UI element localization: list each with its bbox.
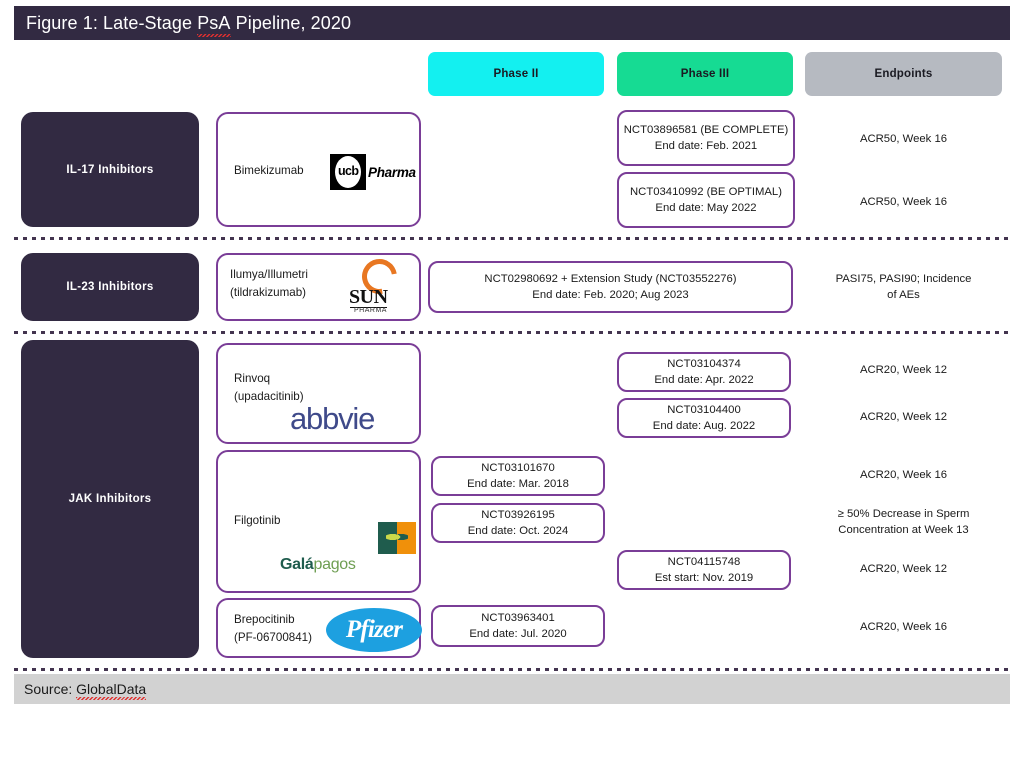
galapagos-word-part2: pagos xyxy=(313,556,356,573)
trial-card: NCT03896581 (BE COMPLETE) End date: Feb.… xyxy=(617,110,795,166)
galapagos-flag-icon xyxy=(378,522,416,554)
trial-text: NCT03104400 End date: Aug. 2022 xyxy=(652,403,756,432)
ucb-pharma-logo: ucb Pharma xyxy=(330,154,416,190)
pfizer-logo: Pfizer xyxy=(326,608,422,652)
trial-card: NCT03963401 End date: Jul. 2020 xyxy=(431,605,605,647)
column-header-phase-2: Phase II xyxy=(428,52,604,96)
section-divider xyxy=(14,668,1010,671)
galapagos-word-part1: Gal xyxy=(280,556,305,573)
sun-word: SUN xyxy=(349,286,388,308)
trial-text: NCT03926195 End date: Oct. 2024 xyxy=(467,508,569,537)
drug-name-ilumya: Ilumya/Illumetri (tildrakizumab) xyxy=(230,268,308,299)
drug-name-rinvoq: Rinvoq (upadacitinib) xyxy=(234,372,304,403)
abbvie-word: abbvie xyxy=(290,401,375,436)
source-text: Source: GlobalData xyxy=(14,681,147,700)
drug-name-bimekizumab: Bimekizumab xyxy=(234,164,304,177)
title-misspelled-word: PsA xyxy=(197,12,231,37)
ucb-letters: ucb xyxy=(338,164,359,178)
drug-card-ilumya: Ilumya/Illumetri (tildrakizumab) SUN PHA… xyxy=(216,252,421,321)
trial-text: NCT03963401 End date: Jul. 2020 xyxy=(469,611,567,640)
drug-card-brepocitinib: Brepocitinib (PF-06700841) Pfizer xyxy=(216,598,422,658)
section-divider xyxy=(14,237,1010,240)
endpoint-text: ACR20, Week 12 xyxy=(859,364,948,376)
endpoint-text: ACR20, Week 16 xyxy=(859,621,948,633)
trial-card: NCT02980692 + Extension Study (NCT035522… xyxy=(428,261,793,313)
trial-text: NCT03104374 End date: Apr. 2022 xyxy=(654,357,754,386)
drug-class-jak: JAK Inhibitors xyxy=(21,340,199,658)
drug-class-il17-label: IL-17 Inhibitors xyxy=(66,163,154,176)
endpoint-text: ACR20, Week 12 xyxy=(859,563,948,575)
trial-text: NCT04115748 Est start: Nov. 2019 xyxy=(654,555,754,584)
drug-card-filgotinib: Filgotinib Galápagos xyxy=(216,450,421,593)
figure-title-bar: Figure 1: Late-Stage PsA Pipeline, 2020 xyxy=(14,6,1010,40)
ucb-mark-icon xyxy=(330,154,366,190)
title-suffix: Pipeline, 2020 xyxy=(230,12,352,33)
drug-name-filgotinib: Filgotinib xyxy=(234,514,281,527)
page-title: Figure 1: Late-Stage PsA Pipeline, 2020 xyxy=(14,12,352,37)
endpoint-text: PASI75, PASI90; Incidence of AEs xyxy=(835,273,972,302)
galapagos-logo: Galápagos xyxy=(280,522,416,584)
trial-card: NCT04115748 Est start: Nov. 2019 xyxy=(617,550,791,590)
drug-class-il23: IL-23 Inhibitors xyxy=(21,253,199,321)
trial-card: NCT03926195 End date: Oct. 2024 xyxy=(431,503,605,543)
endpoint-text: ≥ 50% Decrease in Sperm Concentration at… xyxy=(837,508,970,537)
trial-card: NCT03104374 End date: Apr. 2022 xyxy=(617,352,791,392)
sun-pharma-logo: SUN PHARMA xyxy=(346,252,408,321)
column-header-endpoints-label: Endpoints xyxy=(874,68,933,80)
trial-text: NCT03896581 (BE COMPLETE) End date: Feb.… xyxy=(623,123,789,152)
source-label: Source: xyxy=(24,681,77,697)
pfizer-word: Pfizer xyxy=(345,616,403,643)
endpoint-text: ACR50, Week 16 xyxy=(859,133,948,145)
ucb-pharma-word: Pharma xyxy=(368,165,416,180)
pfizer-oval-icon xyxy=(326,608,422,652)
column-header-endpoints: Endpoints xyxy=(805,52,1002,96)
source-name: GlobalData xyxy=(76,681,147,700)
column-header-phase-3-label: Phase III xyxy=(680,68,730,80)
drug-card-bimekizumab: Bimekizumab ucb Pharma xyxy=(216,112,421,227)
endpoint-text: ACR50, Week 16 xyxy=(859,196,948,208)
column-header-phase-2-label: Phase II xyxy=(493,68,539,80)
trial-text: NCT03410992 (BE OPTIMAL) End date: May 2… xyxy=(630,185,782,214)
endpoint-text: ACR20, Week 16 xyxy=(859,469,948,481)
title-prefix: Figure 1: Late-Stage xyxy=(26,12,198,33)
endpoint-text: ACR20, Week 12 xyxy=(859,411,948,423)
source-footer: Source: GlobalData xyxy=(14,674,1010,704)
drug-card-rinvoq: Rinvoq (upadacitinib) abbvie xyxy=(216,343,421,444)
section-divider xyxy=(14,331,1010,334)
galapagos-word-accent: á xyxy=(304,556,314,573)
drug-class-jak-label: JAK Inhibitors xyxy=(68,493,152,505)
drug-class-il17: IL-17 Inhibitors xyxy=(21,112,199,227)
galapagos-word: Galápagos xyxy=(280,556,356,574)
drug-name-brepocitinib: Brepocitinib (PF-06700841) xyxy=(234,613,312,644)
trial-card: NCT03410992 (BE OPTIMAL) End date: May 2… xyxy=(617,172,795,228)
drug-class-il23-label: IL-23 Inhibitors xyxy=(66,281,154,293)
trial-card: NCT03104400 End date: Aug. 2022 xyxy=(617,398,791,438)
sun-pharma-sub: PHARMA xyxy=(354,307,387,314)
abbvie-logo: abbvie xyxy=(290,403,418,439)
trial-card: NCT03101670 End date: Mar. 2018 xyxy=(431,456,605,496)
trial-text: NCT03101670 End date: Mar. 2018 xyxy=(467,461,569,490)
trial-text: NCT02980692 + Extension Study (NCT035522… xyxy=(484,272,737,301)
column-header-phase-3: Phase III xyxy=(617,52,793,96)
